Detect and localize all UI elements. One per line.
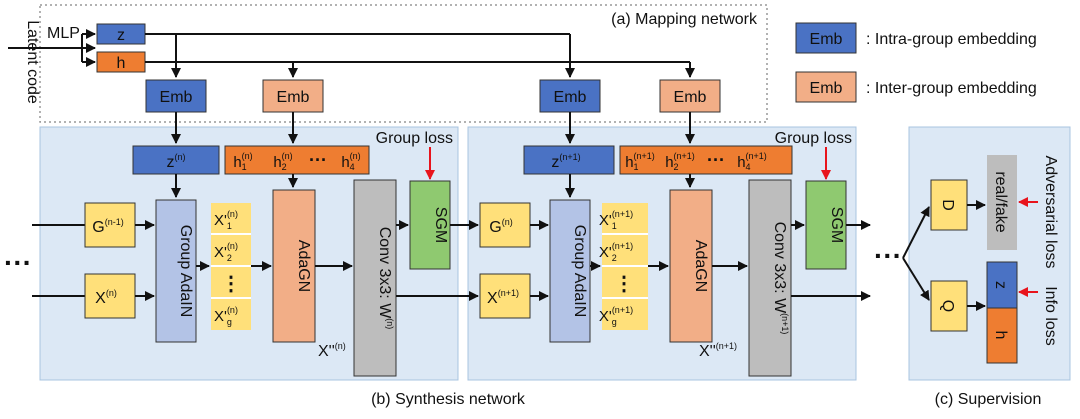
conv-label-1: Conv 3x3: W(n) xyxy=(376,227,395,330)
supervision-h-label: h xyxy=(992,331,1009,340)
group-loss-label-1: Group loss xyxy=(376,130,453,147)
x-input-box-2 xyxy=(479,273,531,319)
x-prime-vdots-1: ⋮ xyxy=(221,273,241,295)
legend-intra-text: : Intra-group embedding xyxy=(866,31,1037,48)
latent-h-label: h xyxy=(117,55,126,72)
emb-intra-2 xyxy=(539,79,601,113)
h1-item-2: h1(n+1) xyxy=(625,151,655,172)
sgm-block-1 xyxy=(409,180,451,270)
q-network-label: Q xyxy=(939,300,956,312)
sgm-label-1: SGM xyxy=(432,207,449,243)
h-ellipsis-2: ··· xyxy=(707,150,725,170)
synthesis-dots-right: ··· xyxy=(874,240,902,271)
z-embedding-1-text: z(n) xyxy=(167,152,186,171)
g-input-box-1 xyxy=(84,202,136,248)
x-input-label-2: X(n+1) xyxy=(487,288,519,307)
x-prime-item-1-2: X'2(n) xyxy=(214,241,238,263)
h4-item-1: h4(n) xyxy=(341,151,360,172)
adagn-label-1: AdaGN xyxy=(295,240,312,292)
info-loss-label: Info loss xyxy=(1042,286,1059,346)
conv-block-1 xyxy=(353,179,397,377)
x-prime-item-2-1: X'1(n+1) xyxy=(599,209,633,231)
h2-item-2: h2(n+1) xyxy=(665,151,695,172)
supervision-z-label: z xyxy=(992,281,1009,289)
h2-item-1: h2(n) xyxy=(273,151,292,172)
discriminator-label: D xyxy=(939,199,956,211)
realfake-label: real/fake xyxy=(992,171,1009,232)
legend-intra-emb-label: Emb xyxy=(810,31,843,48)
mapping-panel xyxy=(39,4,768,123)
discriminator-box xyxy=(930,179,968,231)
fan-to-d-line xyxy=(902,206,930,259)
q-network-box xyxy=(930,280,968,332)
adversarial-loss-label: Adversarial loss xyxy=(1042,156,1059,269)
realfake-box xyxy=(987,155,1017,250)
x-prime-vdots-2: ⋮ xyxy=(614,273,634,295)
latent-code-label: Latent code xyxy=(24,20,41,104)
conv-label-2: Conv 3x3: W(n+1) xyxy=(771,222,790,335)
sgm-block-2 xyxy=(805,180,847,270)
legend-inter-swatch xyxy=(795,71,857,103)
supervision-caption: (c) Supervision xyxy=(935,391,1042,408)
x-prime-item-2-3: X'g(n+1) xyxy=(599,305,633,327)
supervision-z-box xyxy=(986,261,1018,309)
h-ellipsis-1: ··· xyxy=(309,150,327,170)
g-input-label-1: G(n-1) xyxy=(92,217,123,236)
synthesis-caption: (b) Synthesis network xyxy=(371,391,526,408)
x-double-prime-label-1: X''(n) xyxy=(318,341,346,360)
h1-item-1: h1(n) xyxy=(233,151,252,172)
emb-intra-2-label: Emb xyxy=(554,89,587,106)
h-embedding-row-1 xyxy=(224,145,370,175)
g-input-label-2: G(n) xyxy=(489,217,512,236)
group-adain-block-2 xyxy=(549,199,591,343)
h4-item-2: h4(n+1) xyxy=(737,151,767,172)
mapping-title: (a) Mapping network xyxy=(611,11,758,28)
group-adain-label-1: Group AdaIN xyxy=(177,225,194,318)
mlp-label: MLP xyxy=(47,25,80,42)
z-embedding-2 xyxy=(523,145,615,175)
adagn-block-1 xyxy=(272,189,316,343)
emb-inter-2-label: Emb xyxy=(674,89,707,106)
z-embedding-1 xyxy=(132,145,220,175)
emb-inter-2 xyxy=(659,79,721,113)
fan-to-q-line xyxy=(902,257,930,301)
emb-inter-1-label: Emb xyxy=(277,89,310,106)
legend-intra-swatch xyxy=(795,22,857,54)
supervision-h-box xyxy=(986,307,1018,364)
x-prime-item-2-2: X'2(n+1) xyxy=(599,241,633,263)
sgm-label-2: SGM xyxy=(828,207,845,243)
x-double-prime-label-2: X''(n+1) xyxy=(699,341,737,360)
x-prime-item-1-1: X'1(n) xyxy=(214,209,238,231)
adagn-label-2: AdaGN xyxy=(692,240,709,292)
x-prime-item-1-3: X'g(n) xyxy=(214,305,238,327)
z-embedding-2-text: z(n+1) xyxy=(551,152,580,171)
conv-block-2 xyxy=(748,179,792,377)
group-adain-block-1 xyxy=(155,199,197,343)
x-input-label-1: X(n) xyxy=(95,288,117,307)
ellipsis-icon: ··· xyxy=(4,247,32,278)
legend-inter-emb-label: Emb xyxy=(810,80,843,97)
h-embedding-row-2 xyxy=(619,145,793,175)
x-input-box-1 xyxy=(84,273,136,319)
group-loss-label-2: Group loss xyxy=(775,130,852,147)
emb-intra-1-label: Emb xyxy=(160,89,193,106)
group-adain-label-2: Group AdaIN xyxy=(571,225,588,318)
legend-inter-text: : Inter-group embedding xyxy=(866,80,1037,97)
latent-z-label: z xyxy=(117,27,125,44)
adagn-block-2 xyxy=(669,189,713,343)
